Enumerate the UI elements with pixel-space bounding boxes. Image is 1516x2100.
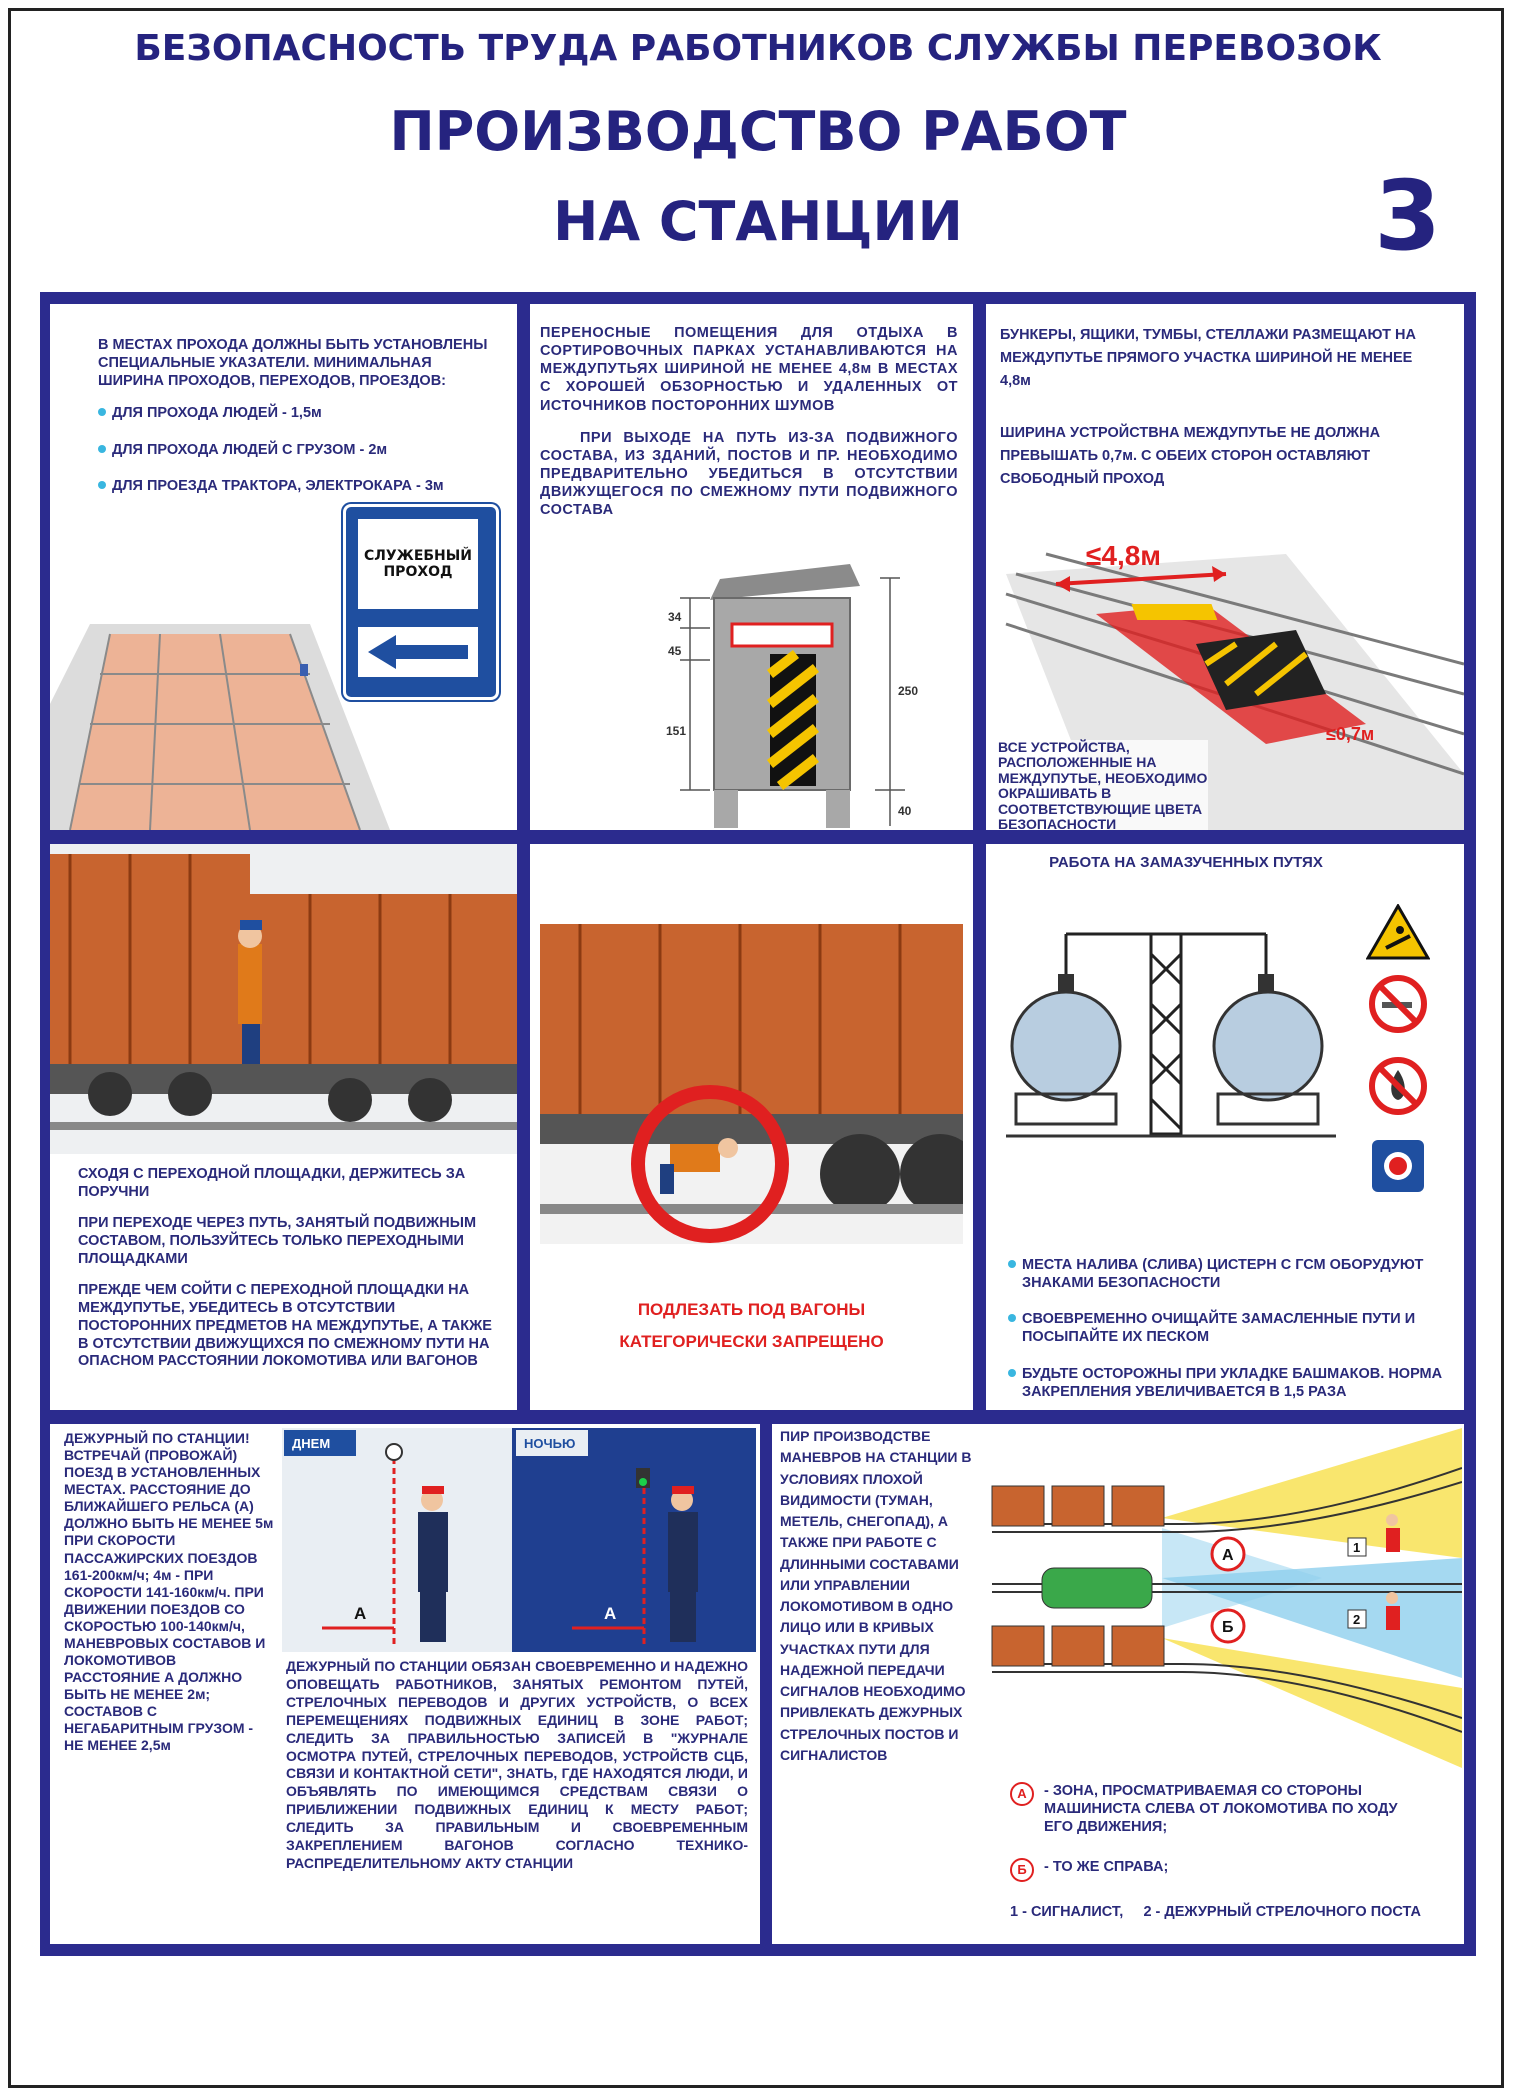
marker-a-day: А: [354, 1604, 367, 1623]
walkway-illustration: [50, 624, 390, 830]
dim-45: 45: [668, 644, 682, 658]
wagon-platform-illustration: [50, 844, 517, 1154]
panel1-bullet: ДЛЯ ПРОХОДА ЛЮДЕЙ - 1,5м: [98, 404, 498, 422]
fire-extinguisher-sign-icon: [1372, 1140, 1424, 1192]
panel6-bullet: МЕСТА НАЛИВА (СЛИВА) ЦИСТЕРН С ГСМ ОБОРУ…: [1008, 1256, 1448, 1292]
panel2-text1: ПЕРЕНОСНЫЕ ПОМЕЩЕНИЯ ДЛЯ ОТДЫХА В СОРТИР…: [540, 325, 958, 414]
panel1-bullet: ДЛЯ ПРОЕЗДА ТРАКТОРА, ЭЛЕКТРОКАРА - 3м: [98, 477, 498, 495]
panel6-bullets: МЕСТА НАЛИВА (СЛИВА) ЦИСТЕРН С ГСМ ОБОРУ…: [1008, 1256, 1448, 1410]
panel1-text: В МЕСТАХ ПРОХОДА ДОЛЖНЫ БЫТЬ УСТАНОВЛЕНЫ…: [98, 336, 498, 513]
cabin-illustration: [680, 564, 905, 828]
night-label: НОЧЬЮ: [524, 1436, 576, 1451]
no-smoking-icon: [1368, 974, 1428, 1034]
legend-numbers: 1 - СИГНАЛИСТ, 2 - ДЕЖУРНЫЙ СТРЕЛОЧНОГО …: [1010, 1903, 1421, 1920]
panel2-text2: ПРИ ВЫХОДЕ НА ПУТЬ ИЗ-ЗА ПОДВИЖНОГО СОСТ…: [540, 429, 958, 519]
panel6-title: РАБОТА НА ЗАМАЗУЧЕННЫХ ПУТЯХ: [1049, 854, 1323, 871]
panel-station-duty: ДЕЖУРНЫЙ ПО СТАНЦИИ! ВСТРЕЧАЙ (ПРОВОЖАЙ)…: [50, 1424, 760, 1944]
legend-b-text: - ТО ЖЕ СПРАВА;: [1044, 1859, 1169, 1876]
panel6-bullet: БУДЬТЕ ОСТОРОЖНЫ ПРИ УКЛАДКЕ БАШМАКОВ. Н…: [1008, 1365, 1448, 1401]
dim-250: 250: [898, 684, 919, 698]
panel1-bullet: ДЛЯ ПРОХОДА ЛЮДЕЙ С ГРУЗОМ - 2м: [98, 441, 498, 459]
panel1-intro: В МЕСТАХ ПРОХОДА ДОЛЖНЫ БЫТЬ УСТАНОВЛЕНЫ…: [98, 337, 488, 390]
dim-151: 151: [666, 724, 687, 738]
shunting-zones-illustration: [991, 1428, 1462, 1768]
day-night-illustration: [282, 1428, 756, 1652]
panel4-text: СХОДЯ С ПЕРЕХОДНОЙ ПЛОЩАДКИ, ДЕРЖИТЕСЬ З…: [78, 1166, 498, 1385]
day-label: ДНЕМ: [292, 1436, 331, 1451]
signalman-number-1: 1: [1353, 1540, 1361, 1555]
arrow-left-icon: [358, 627, 478, 677]
sign-line1: СЛУЖЕБНЫЙ: [363, 548, 472, 564]
panel-walkways: В МЕСТАХ ПРОХОДА ДОЛЖНЫ БЫТЬ УСТАНОВЛЕНЫ…: [50, 304, 517, 830]
panel7-left-text: ДЕЖУРНЫЙ ПО СТАНЦИИ! ВСТРЕЧАЙ (ПРОВОЖАЙ)…: [64, 1430, 274, 1754]
dim-34: 34: [668, 610, 682, 624]
panel4-p3: ПРЕЖДЕ ЧЕМ СОЙТИ С ПЕРЕХОДНОЙ ПЛОЩАДКИ Н…: [78, 1282, 492, 1370]
sheet-number: 3: [1374, 160, 1441, 272]
warn-line2: КАТЕГОРИЧЕСКИ ЗАПРЕЩЕНО: [619, 1332, 884, 1352]
panel-no-crawling: ПОДЛЕЗАТЬ ПОД ВАГОНЫ КАТЕГОРИЧЕСКИ ЗАПРЕ…: [530, 844, 973, 1410]
panel2-text: ПЕРЕНОСНЫЕ ПОМЕЩЕНИЯ ДЛЯ ОТДЫХА В СОРТИР…: [540, 324, 958, 533]
zone-a-marker: А: [1222, 1547, 1234, 1564]
panel6-bullet: СВОЕВРЕМЕННО ОЧИЩАЙТЕ ЗАМАСЛЕННЫЕ ПУТИ И…: [1008, 1310, 1448, 1346]
slippery-warning-icon: [1365, 902, 1431, 960]
warn-line1: ПОДЛЕЗАТЬ ПОД ВАГОНЫ: [637, 1300, 866, 1319]
legend-b-marker: Б: [1010, 1858, 1034, 1883]
poster-title-line2: НА СТАНЦИИ: [553, 190, 963, 253]
panel8-legend: А - ЗОНА, ПРОСМАТРИВАЕМАЯ СО СТОРОНЫ МАШ…: [1010, 1782, 1430, 1921]
panel-bunkers: БУНКЕРЫ, ЯЩИКИ, ТУМБЫ, СТЕЛЛАЖИ РАЗМЕЩАЮ…: [986, 304, 1464, 830]
signalman-number-2: 2: [1353, 1612, 1361, 1627]
panel8-left-text: ПИР ПРОИЗВОДСТВЕ МАНЕВРОВ НА СТАНЦИИ В У…: [780, 1428, 972, 1763]
tank-cars-illustration: [1006, 932, 1336, 1138]
panel-rest-rooms: ПЕРЕНОСНЫЕ ПОМЕЩЕНИЯ ДЛЯ ОТДЫХА В СОРТИР…: [530, 304, 973, 830]
panel4-p1: СХОДЯ С ПЕРЕХОДНОЙ ПЛОЩАДКИ, ДЕРЖИТЕСЬ З…: [78, 1166, 466, 1200]
no-crawling-warning: ПОДЛЕЗАТЬ ПОД ВАГОНЫ КАТЕГОРИЧЕСКИ ЗАПРЕ…: [530, 1294, 973, 1359]
panel7-bottom-text: ДЕЖУРНЫЙ ПО СТАНЦИИ ОБЯЗАН СВОЕВРЕМЕННО …: [286, 1658, 748, 1871]
panel3-text1: БУНКЕРЫ, ЯЩИКИ, ТУМБЫ, СТЕЛЛАЖИ РАЗМЕЩАЮ…: [1000, 327, 1416, 390]
poster-frame: [8, 8, 1504, 2088]
dim-4-8m: ≤4,8м: [1086, 540, 1162, 571]
panel-oily-tracks: РАБОТА НА ЗАМАЗУЧЕННЫХ ПУТЯХ: [986, 844, 1464, 1410]
panel4-p2: ПРИ ПЕРЕХОДЕ ЧЕРЕЗ ПУТЬ, ЗАНЯТЫЙ ПОДВИЖН…: [78, 1215, 477, 1267]
poster-subtitle: БЕЗОПАСНОСТЬ ТРУДА РАБОТНИКОВ СЛУЖБЫ ПЕР…: [134, 28, 1382, 69]
panels-board: В МЕСТАХ ПРОХОДА ДОЛЖНЫ БЫТЬ УСТАНОВЛЕНЫ…: [40, 292, 1476, 1956]
panel3-text2: ШИРИНА УСТРОЙСТВНА МЕЖДУПУТЬЕ НЕ ДОЛЖНА …: [1000, 424, 1381, 487]
panel3-text: БУНКЕРЫ, ЯЩИКИ, ТУМБЫ, СТЕЛЛАЖИ РАЗМЕЩАЮ…: [1000, 324, 1440, 505]
panel-transition-platform: СХОДЯ С ПЕРЕХОДНОЙ ПЛОЩАДКИ, ДЕРЖИТЕСЬ З…: [50, 844, 517, 1410]
poster-title-line1: ПРОИЗВОДСТВО РАБОТ: [389, 100, 1127, 163]
legend-b: Б - ТО ЖЕ СПРАВА;: [1010, 1858, 1424, 1883]
service-passage-sign: СЛУЖЕБНЫЙ ПРОХОД: [343, 504, 499, 700]
panel3-text3: ВСЕ УСТРОЙСТВА, РАСПОЛОЖЕННЫЕ НА МЕЖДУПУ…: [998, 739, 1208, 830]
no-open-fire-icon: [1368, 1056, 1428, 1116]
dim-0-7m: ≤0,7м: [1326, 724, 1375, 744]
marker-a-night: А: [604, 1604, 617, 1623]
sign-line2: ПРОХОД: [383, 564, 453, 580]
legend-a-marker: А: [1010, 1782, 1034, 1806]
dim-40: 40: [898, 804, 912, 818]
legend-a-text: - ЗОНА, ПРОСМАТРИВАЕМАЯ СО СТОРОНЫ МАШИН…: [1044, 1783, 1398, 1836]
under-wagon-illustration: [540, 924, 963, 1244]
zone-b-marker: Б: [1222, 1619, 1234, 1636]
panel-shunting: ПИР ПРОИЗВОДСТВЕ МАНЕВРОВ НА СТАНЦИИ В У…: [772, 1424, 1464, 1944]
legend-a: А - ЗОНА, ПРОСМАТРИВАЕМАЯ СО СТОРОНЫ МАШ…: [1010, 1782, 1424, 1836]
